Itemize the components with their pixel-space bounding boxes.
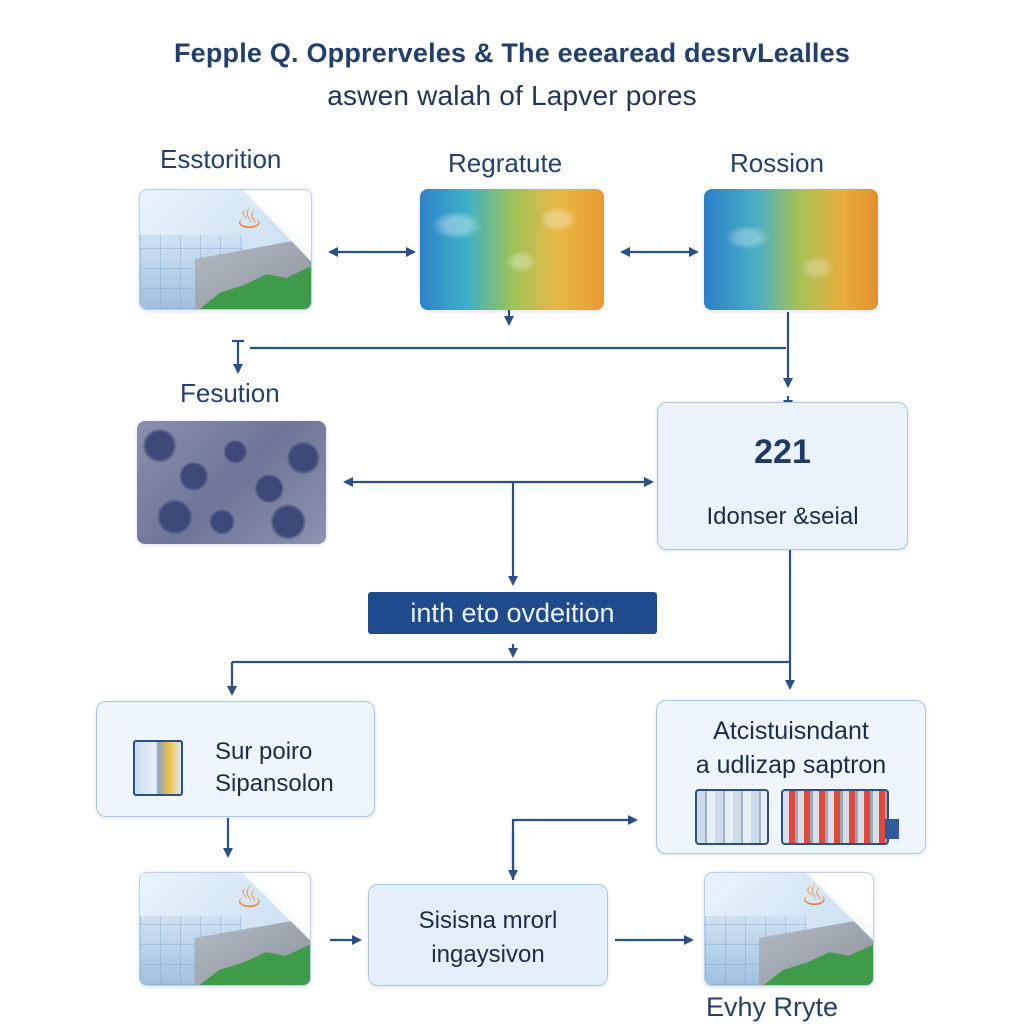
sisisna-box: Sisisna mrorl ingaysivon: [368, 884, 608, 986]
esstorition-image: ♨: [139, 189, 312, 310]
atcistur-line2: a udlizap saptron: [695, 751, 887, 779]
rossion-heatmap-image: [704, 189, 878, 310]
value-box: 221 Idonser &seial: [657, 402, 908, 550]
value-number: 221: [754, 433, 811, 471]
flame-icon: ♨: [801, 879, 828, 912]
sisisna-line2: ingaysivon: [431, 941, 545, 968]
node-label-evhy: Evhy Rryte: [706, 992, 839, 1022]
bottom-right-doc-image: ♨: [704, 872, 874, 986]
flame-icon: ♨: [236, 881, 263, 914]
node-label-regratute: Regratute: [448, 148, 563, 178]
node-label-fesution: Fesution: [180, 378, 280, 408]
flame-icon: ♨: [236, 202, 263, 235]
fesution-porous-image: [137, 421, 326, 544]
sur-poiro-box: Sur poiro Sipansolon: [96, 701, 375, 817]
server-rack-icon: [885, 819, 899, 839]
server-rack-icon: [781, 789, 889, 845]
bottom-left-doc-image: ♨: [139, 872, 311, 986]
atcistur-box: Atcistuisndant a udlizap saptron: [656, 700, 926, 854]
diagram-title-line2: aswen walah of Lapver pores: [327, 80, 697, 111]
atcistur-line1: Atcistuisndant: [713, 717, 869, 745]
banner-label: inth eto ovdeition: [368, 592, 657, 634]
diagram-title-line1: Fepple Q. Opprerveles & The eeearead des…: [173, 38, 851, 68]
regratute-heatmap-image: [420, 189, 604, 310]
arrow-sisisna-to-atcistur: [511, 815, 638, 880]
sur-poiro-line1: Sur poiro: [215, 738, 313, 765]
server-rack-icon: [695, 789, 769, 845]
node-label-esstorition: Esstorition: [160, 144, 282, 174]
node-label-rossion: Rossion: [730, 148, 824, 178]
document-chart-icon: [133, 740, 183, 796]
value-caption: Idonser &seial: [706, 503, 859, 530]
sur-poiro-line2: Sipansolon: [215, 770, 334, 797]
sisisna-line1: Sisisna mrorl: [418, 907, 558, 934]
